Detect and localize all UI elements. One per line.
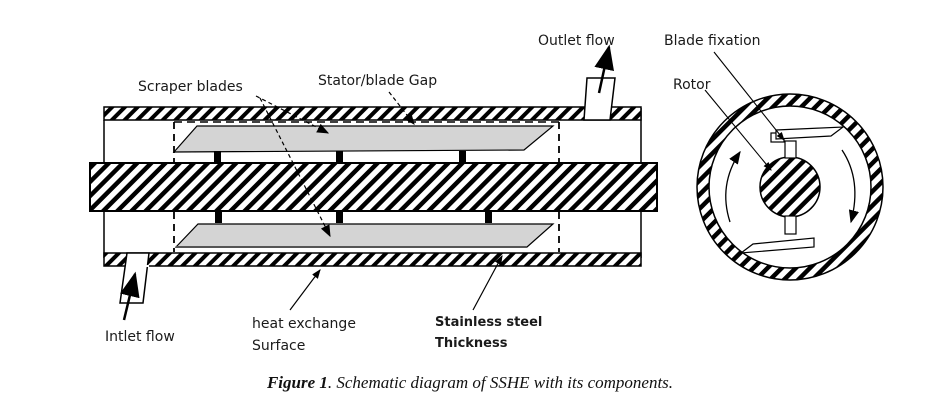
heat-exchange-arrow [289,269,321,311]
label-blade-fixation: Blade fixation [664,33,761,49]
stainless-steel-arrow [472,254,503,311]
blade-stem-top [784,140,797,159]
blade-stem-bottom [784,215,797,235]
outlet-pipe [583,77,616,121]
blade-support [459,151,466,163]
outlet-flow-arrow [594,44,614,94]
blade-top [775,126,845,140]
blade-support [485,211,492,223]
scraper-blade-bottom [174,223,555,248]
label-inlet-flow: Intlet flow [105,329,175,345]
rotor-leader [704,89,772,171]
rotor-shaft [89,162,658,212]
label-outlet-flow: Outlet flow [538,33,615,49]
scraper-blade-top [172,125,555,153]
leader-lines [120,44,614,321]
scraper-blades-arrow-bottom [259,97,331,238]
blade-support [336,151,343,163]
blade-bottom [738,237,815,254]
rotation-arrow-right [841,149,859,224]
label-thickness: Thickness [435,336,508,351]
blade-support [215,211,222,223]
label-rotor: Rotor [673,77,711,93]
stator-wall-bottom [103,252,642,267]
blade-support [336,211,343,223]
rotor-cross-section [759,156,821,218]
label-heat-exchange: heat exchange [252,316,356,332]
rotation-arrow-left [725,150,741,223]
blade-support [214,151,221,163]
caption-text: . Schematic diagram of SSHE with its com… [327,373,674,392]
longitudinal-view [89,77,658,304]
figure-caption: Figure 1. Schematic diagram of SSHE with… [0,373,940,393]
label-stainless-steel: Stainless steel [435,315,542,330]
blade-fixation-leader [713,51,785,141]
cross-section-view [696,51,884,281]
label-scraper-blades: Scraper blades [138,79,243,95]
label-surface: Surface [252,338,305,354]
inlet-flow-arrow [120,271,140,321]
label-stator-gap: Stator/blade Gap [318,73,437,89]
caption-label: Figure 1 [266,373,328,392]
stator-wall-top [103,106,642,121]
